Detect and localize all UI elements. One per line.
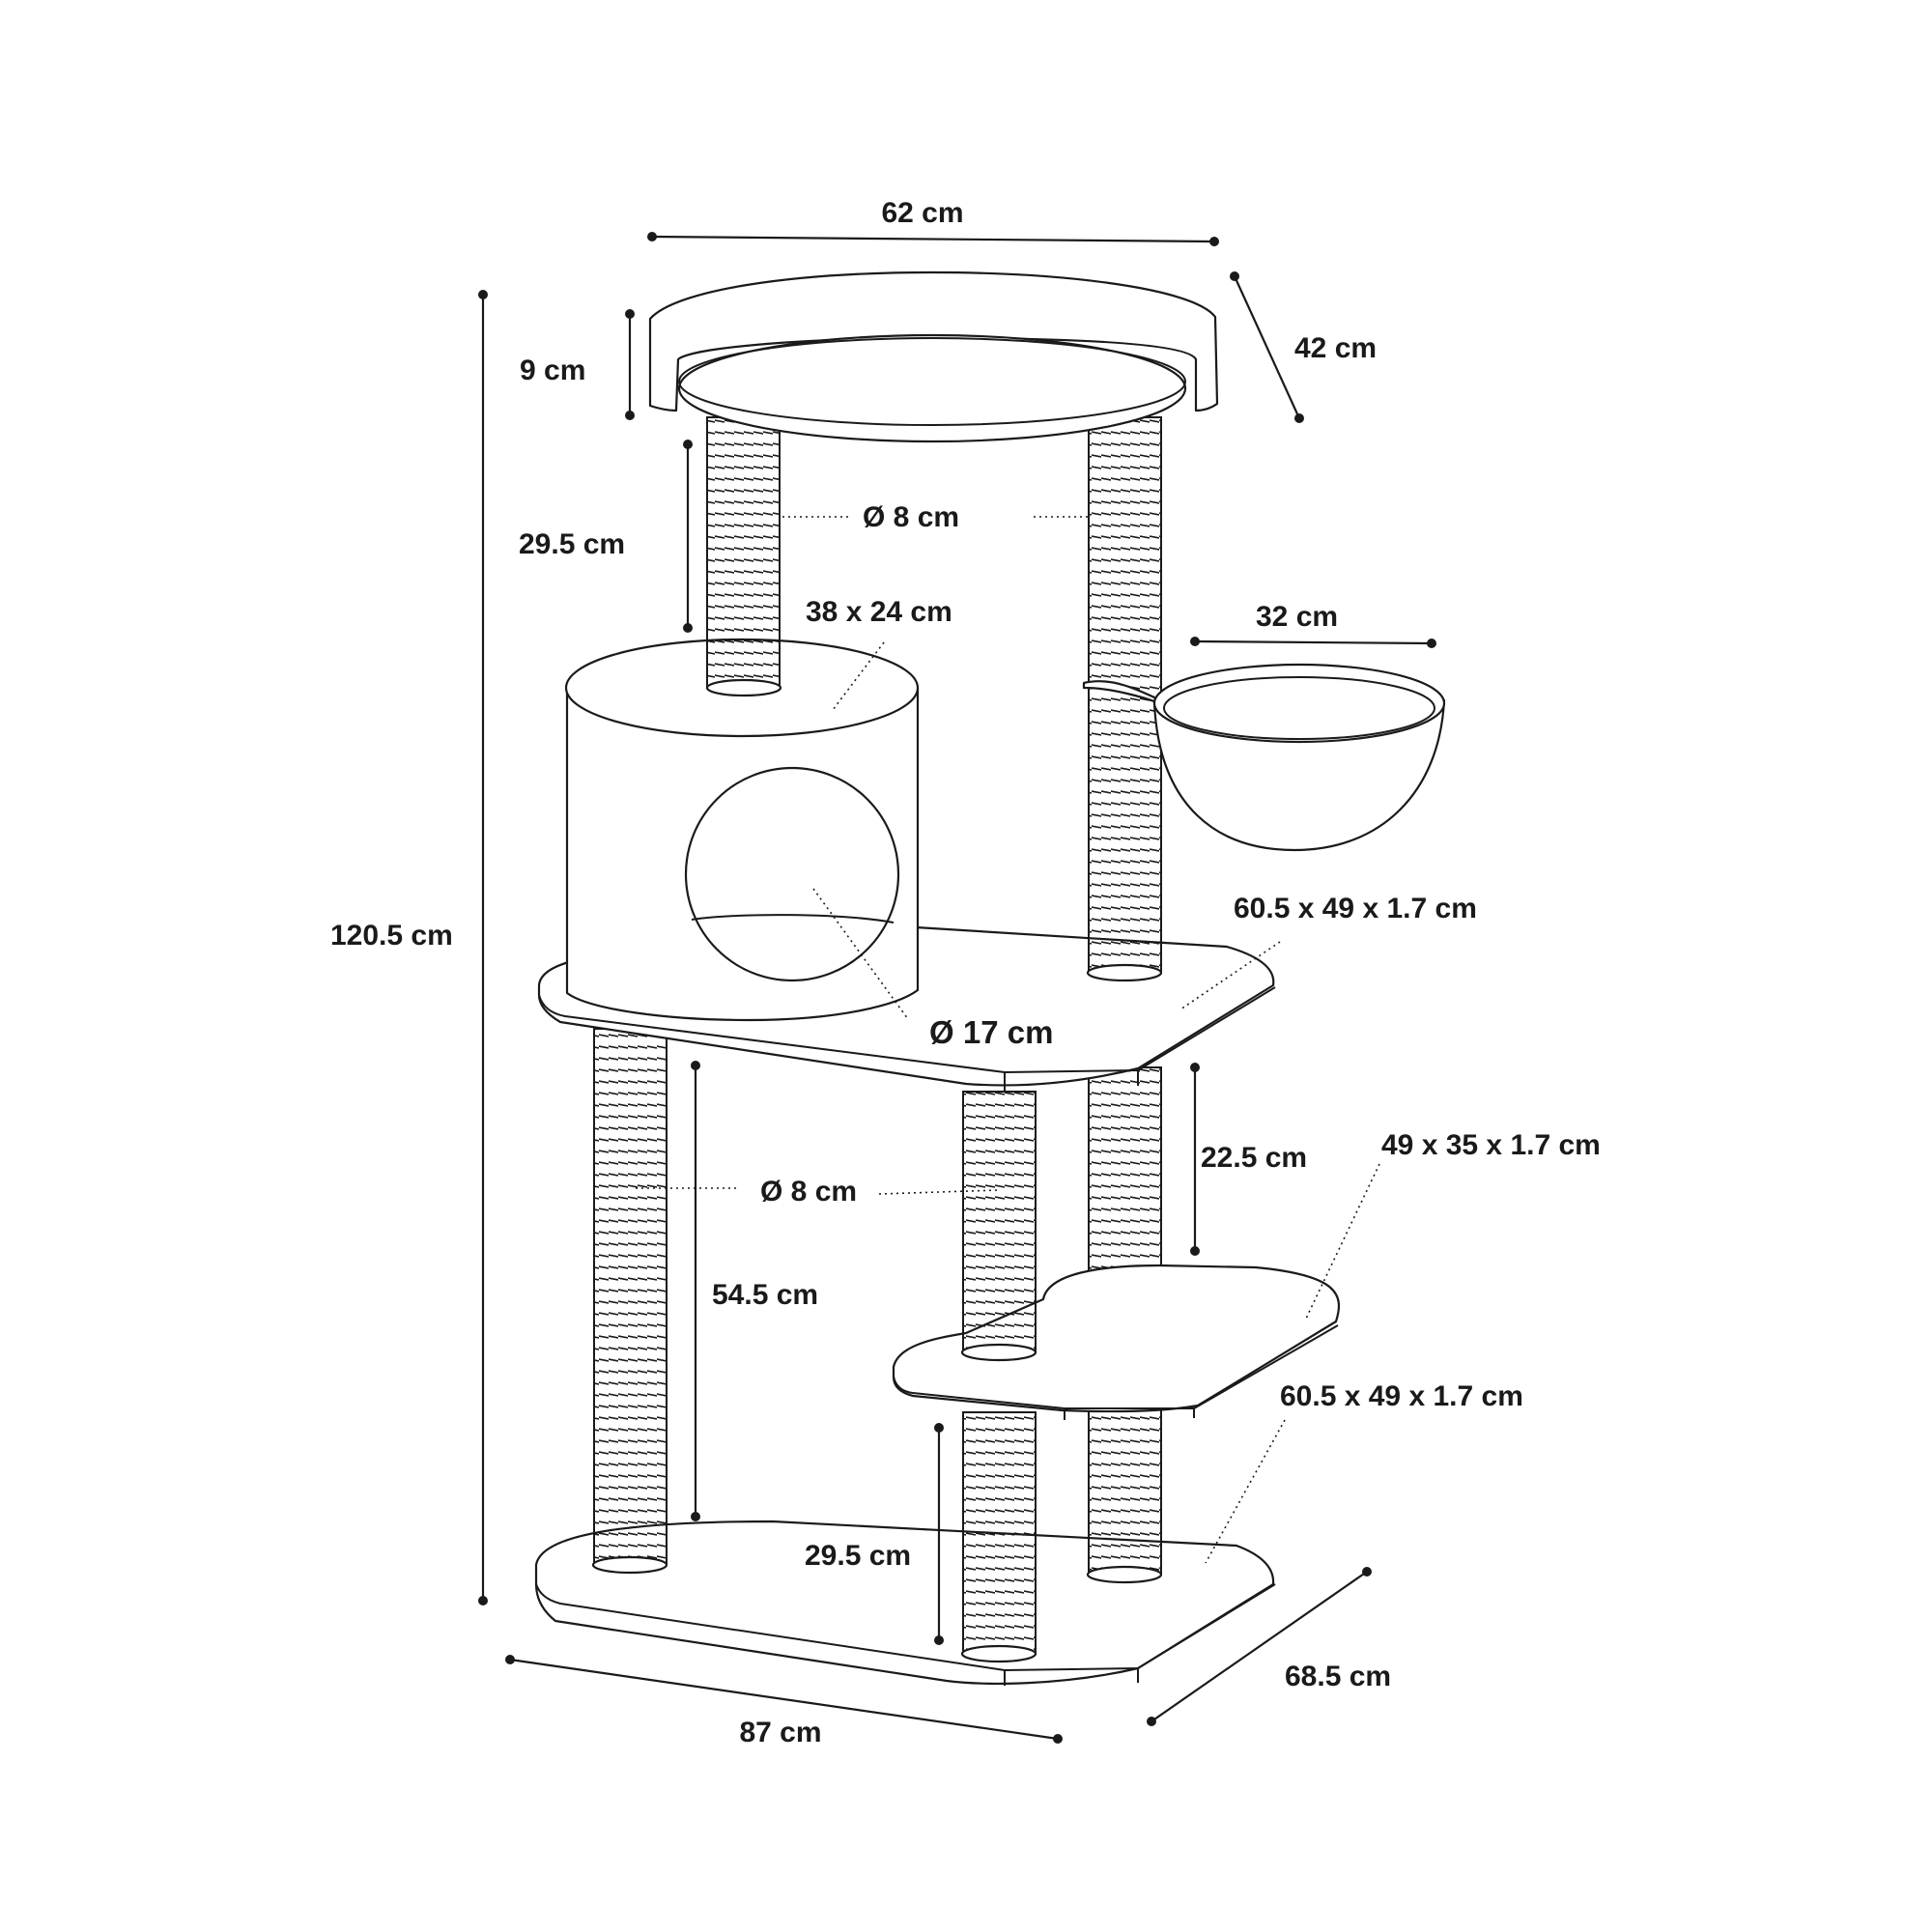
rim-height-label: 9 cm bbox=[520, 355, 585, 386]
dim-base-width-line bbox=[505, 1655, 1063, 1744]
dim-upper-post-height-line bbox=[683, 440, 693, 633]
condo-size-label: 38 x 24 cm bbox=[806, 596, 952, 628]
top-perch bbox=[648, 270, 1219, 443]
step-platform-label: 49 x 35 x 1.7 cm bbox=[1381, 1129, 1601, 1161]
condo-opening bbox=[684, 766, 900, 982]
hammock-bowl bbox=[1082, 663, 1446, 852]
dim-lower-post-height-line bbox=[934, 1423, 944, 1645]
base-depth-label: 68.5 cm bbox=[1285, 1661, 1391, 1692]
lower-rope-post-front bbox=[960, 1411, 1037, 1663]
base-size-label: 60.5 x 49 x 1.7 cm bbox=[1280, 1380, 1523, 1412]
middle-platform-label: 60.5 x 49 x 1.7 cm bbox=[1234, 893, 1477, 924]
dim-rim-height-line bbox=[625, 309, 635, 420]
step-platform bbox=[892, 1264, 1340, 1420]
step-post-height-label: 22.5 cm bbox=[1201, 1142, 1307, 1174]
leader-lines bbox=[636, 516, 1380, 1564]
condo bbox=[564, 638, 920, 1022]
long-rope-post bbox=[591, 1028, 668, 1575]
base-width-label: 87 cm bbox=[739, 1717, 821, 1748]
top-width-label: 62 cm bbox=[881, 197, 963, 229]
upper-rope-post-left bbox=[705, 416, 782, 697]
long-post-height-label: 54.5 cm bbox=[712, 1279, 818, 1311]
lower-post-height-label: 29.5 cm bbox=[805, 1540, 911, 1572]
dim-top-width-line bbox=[647, 232, 1219, 246]
dim-step-post-height-line bbox=[1190, 1063, 1200, 1256]
condo-opening-label: Ø 17 cm bbox=[929, 1014, 1053, 1050]
lower-post-diameter-label: Ø 8 cm bbox=[760, 1176, 857, 1208]
hammock-width-label: 32 cm bbox=[1256, 601, 1338, 633]
upper-post-height-label: 29.5 cm bbox=[519, 528, 625, 560]
top-depth-label: 42 cm bbox=[1294, 332, 1377, 364]
dim-long-post-height-line bbox=[691, 1061, 700, 1521]
dim-top-depth-line bbox=[1230, 271, 1304, 423]
step-rope-post-back bbox=[1088, 1066, 1162, 1279]
dim-total-height-line bbox=[478, 290, 488, 1605]
upper-post-diameter-label: Ø 8 cm bbox=[863, 501, 959, 533]
dim-base-depth-line bbox=[1147, 1567, 1372, 1726]
dim-hammock-width-line bbox=[1190, 637, 1436, 648]
lower-rope-post-back bbox=[1086, 1407, 1163, 1584]
total-height-label: 120.5 cm bbox=[330, 920, 453, 952]
mid-rope-post-front bbox=[960, 1091, 1037, 1362]
